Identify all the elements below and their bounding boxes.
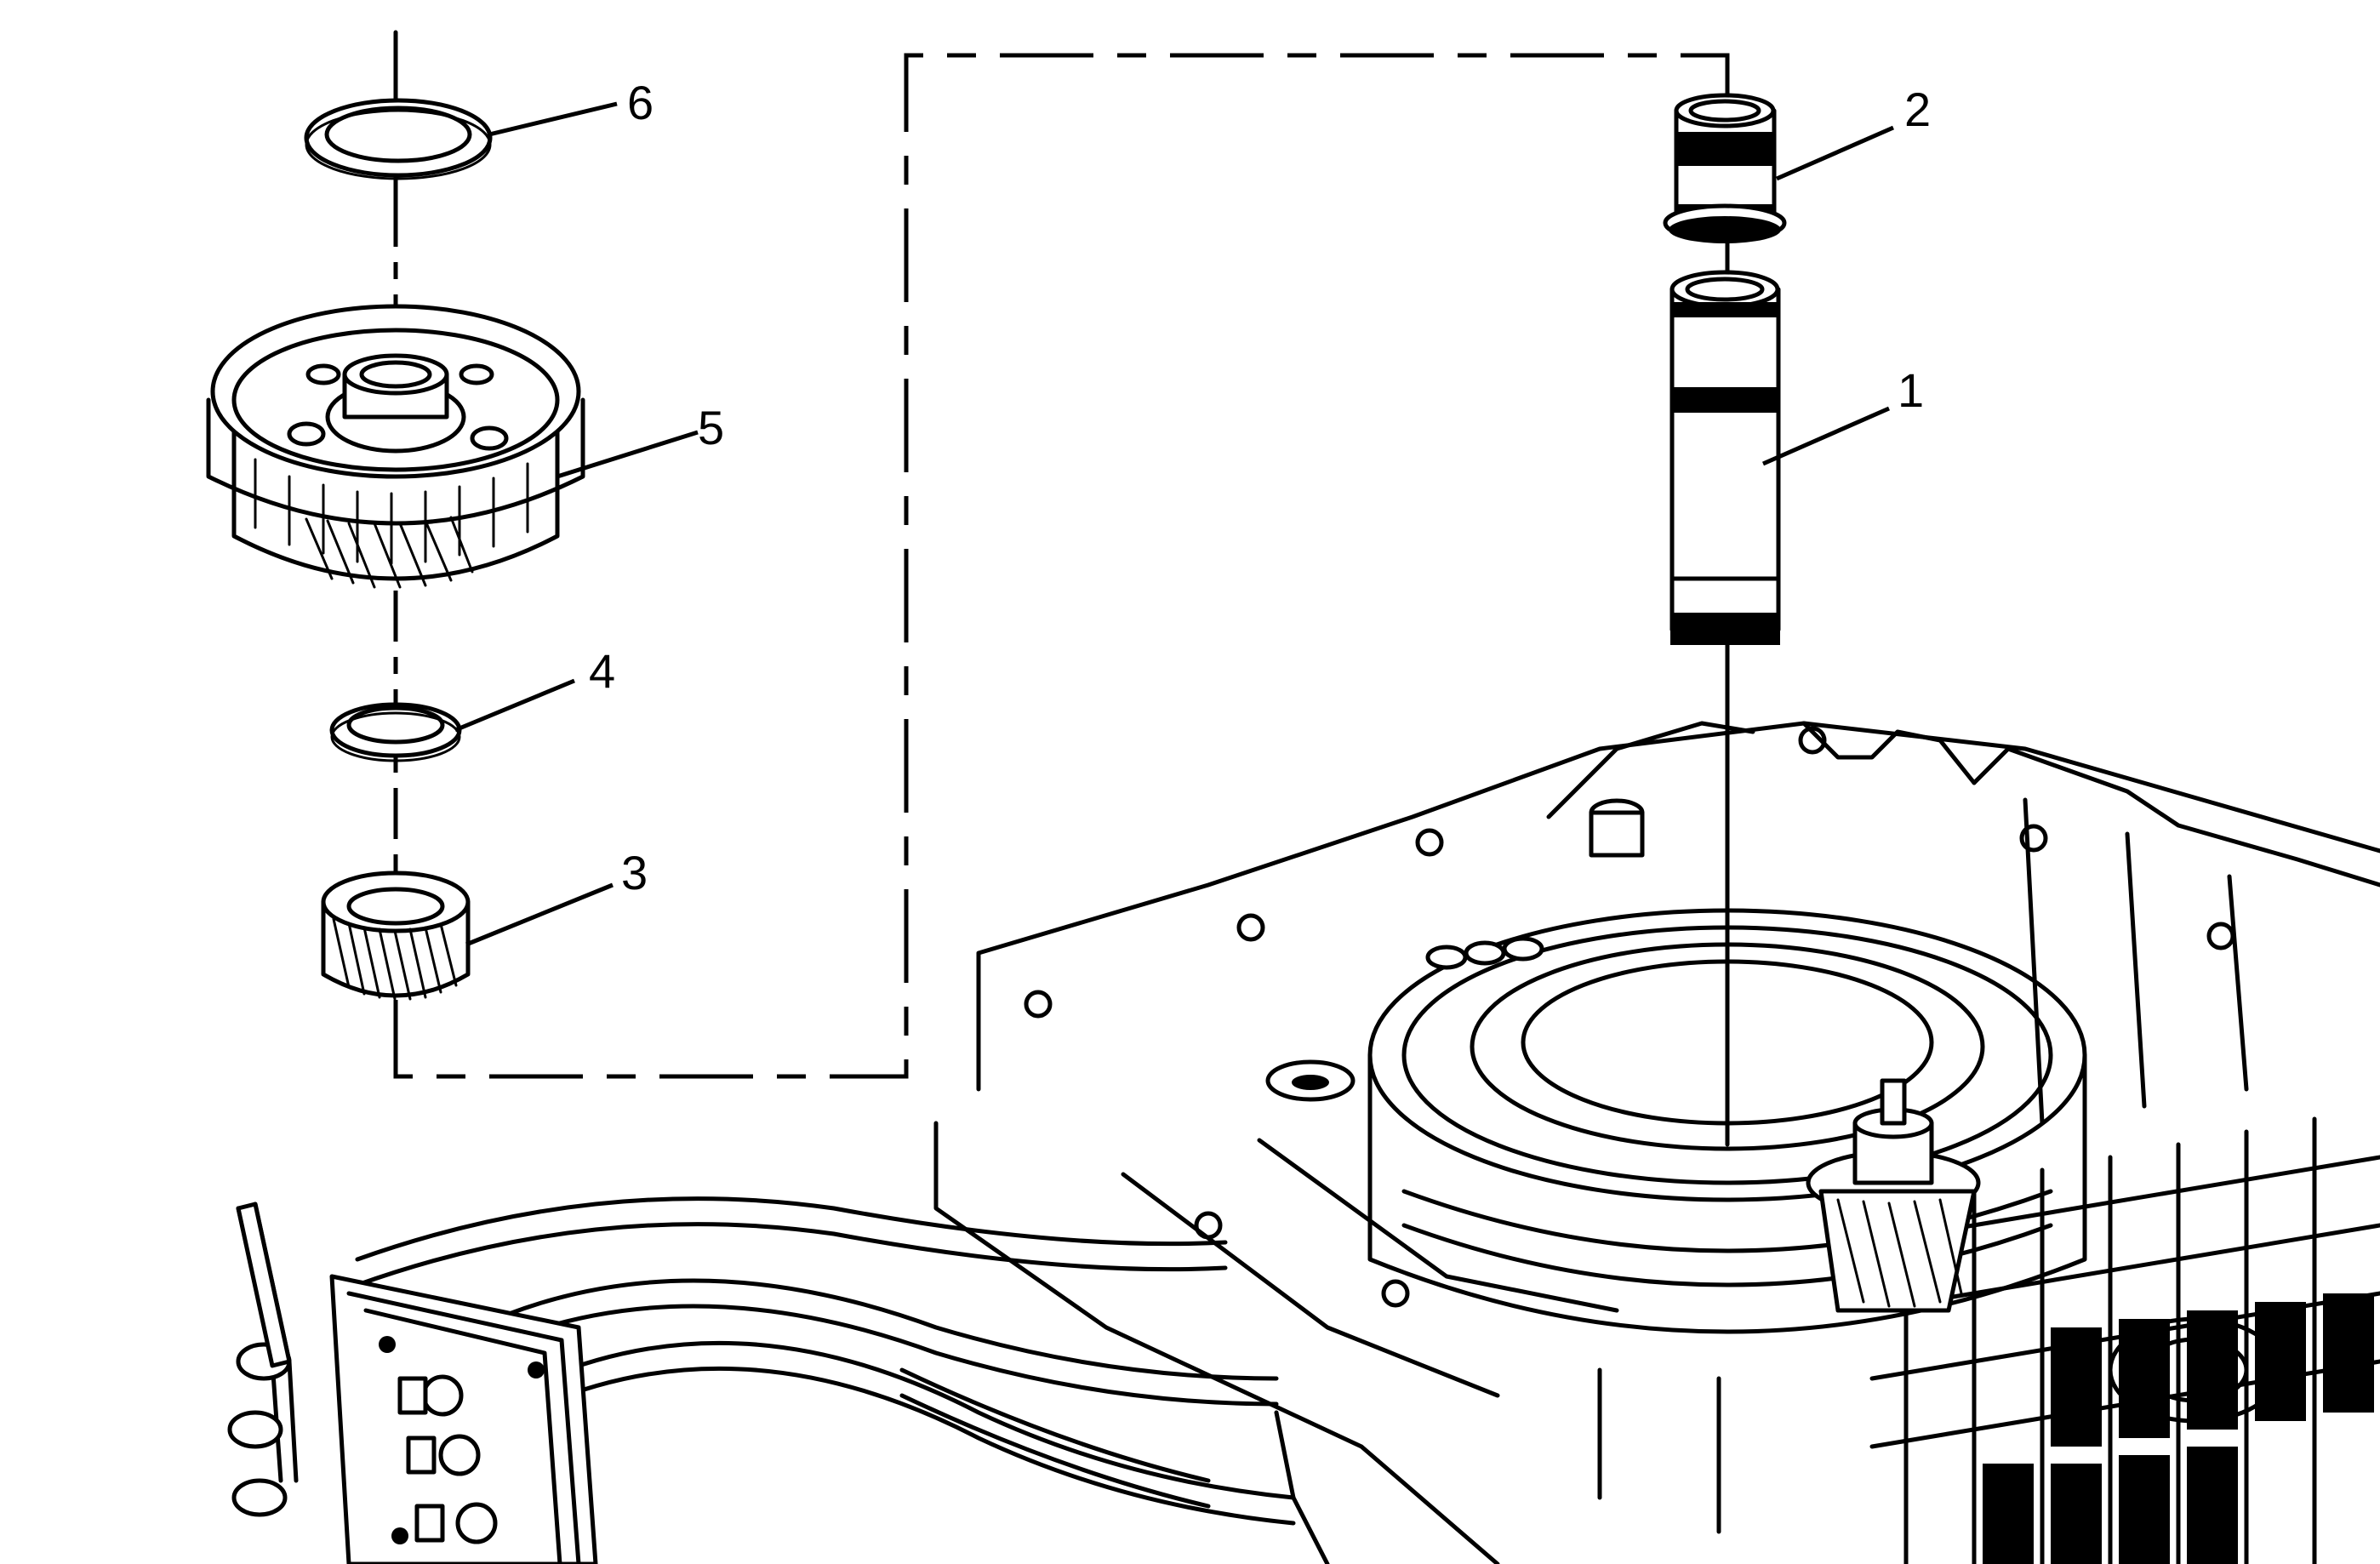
part-2-bearing-sleeve	[1663, 93, 1787, 243]
callout-4: 4	[589, 644, 615, 698]
assembly-path-line	[393, 53, 1730, 1079]
callout-2: 2	[1904, 83, 1931, 136]
callout-3: 3	[621, 846, 648, 899]
part-6-thrust-washer	[304, 98, 493, 180]
callout-5: 5	[698, 401, 724, 454]
leader-5	[556, 430, 699, 479]
part-5-planetary-carrier	[206, 304, 585, 589]
part-4-thrust-bearing	[329, 702, 462, 762]
leader-2	[1775, 125, 1895, 181]
electrical-connector	[227, 1202, 598, 1564]
transmission-case	[933, 721, 2380, 1564]
leader-3	[465, 882, 614, 947]
leader-6	[488, 101, 618, 137]
part-3-sun-gear	[321, 870, 471, 1001]
leader-1	[1761, 406, 1891, 466]
callout-1: 1	[1898, 363, 1924, 417]
leader-4	[454, 678, 575, 733]
part-1-shaft-tube	[1669, 270, 1781, 645]
callout-6: 6	[627, 76, 654, 129]
